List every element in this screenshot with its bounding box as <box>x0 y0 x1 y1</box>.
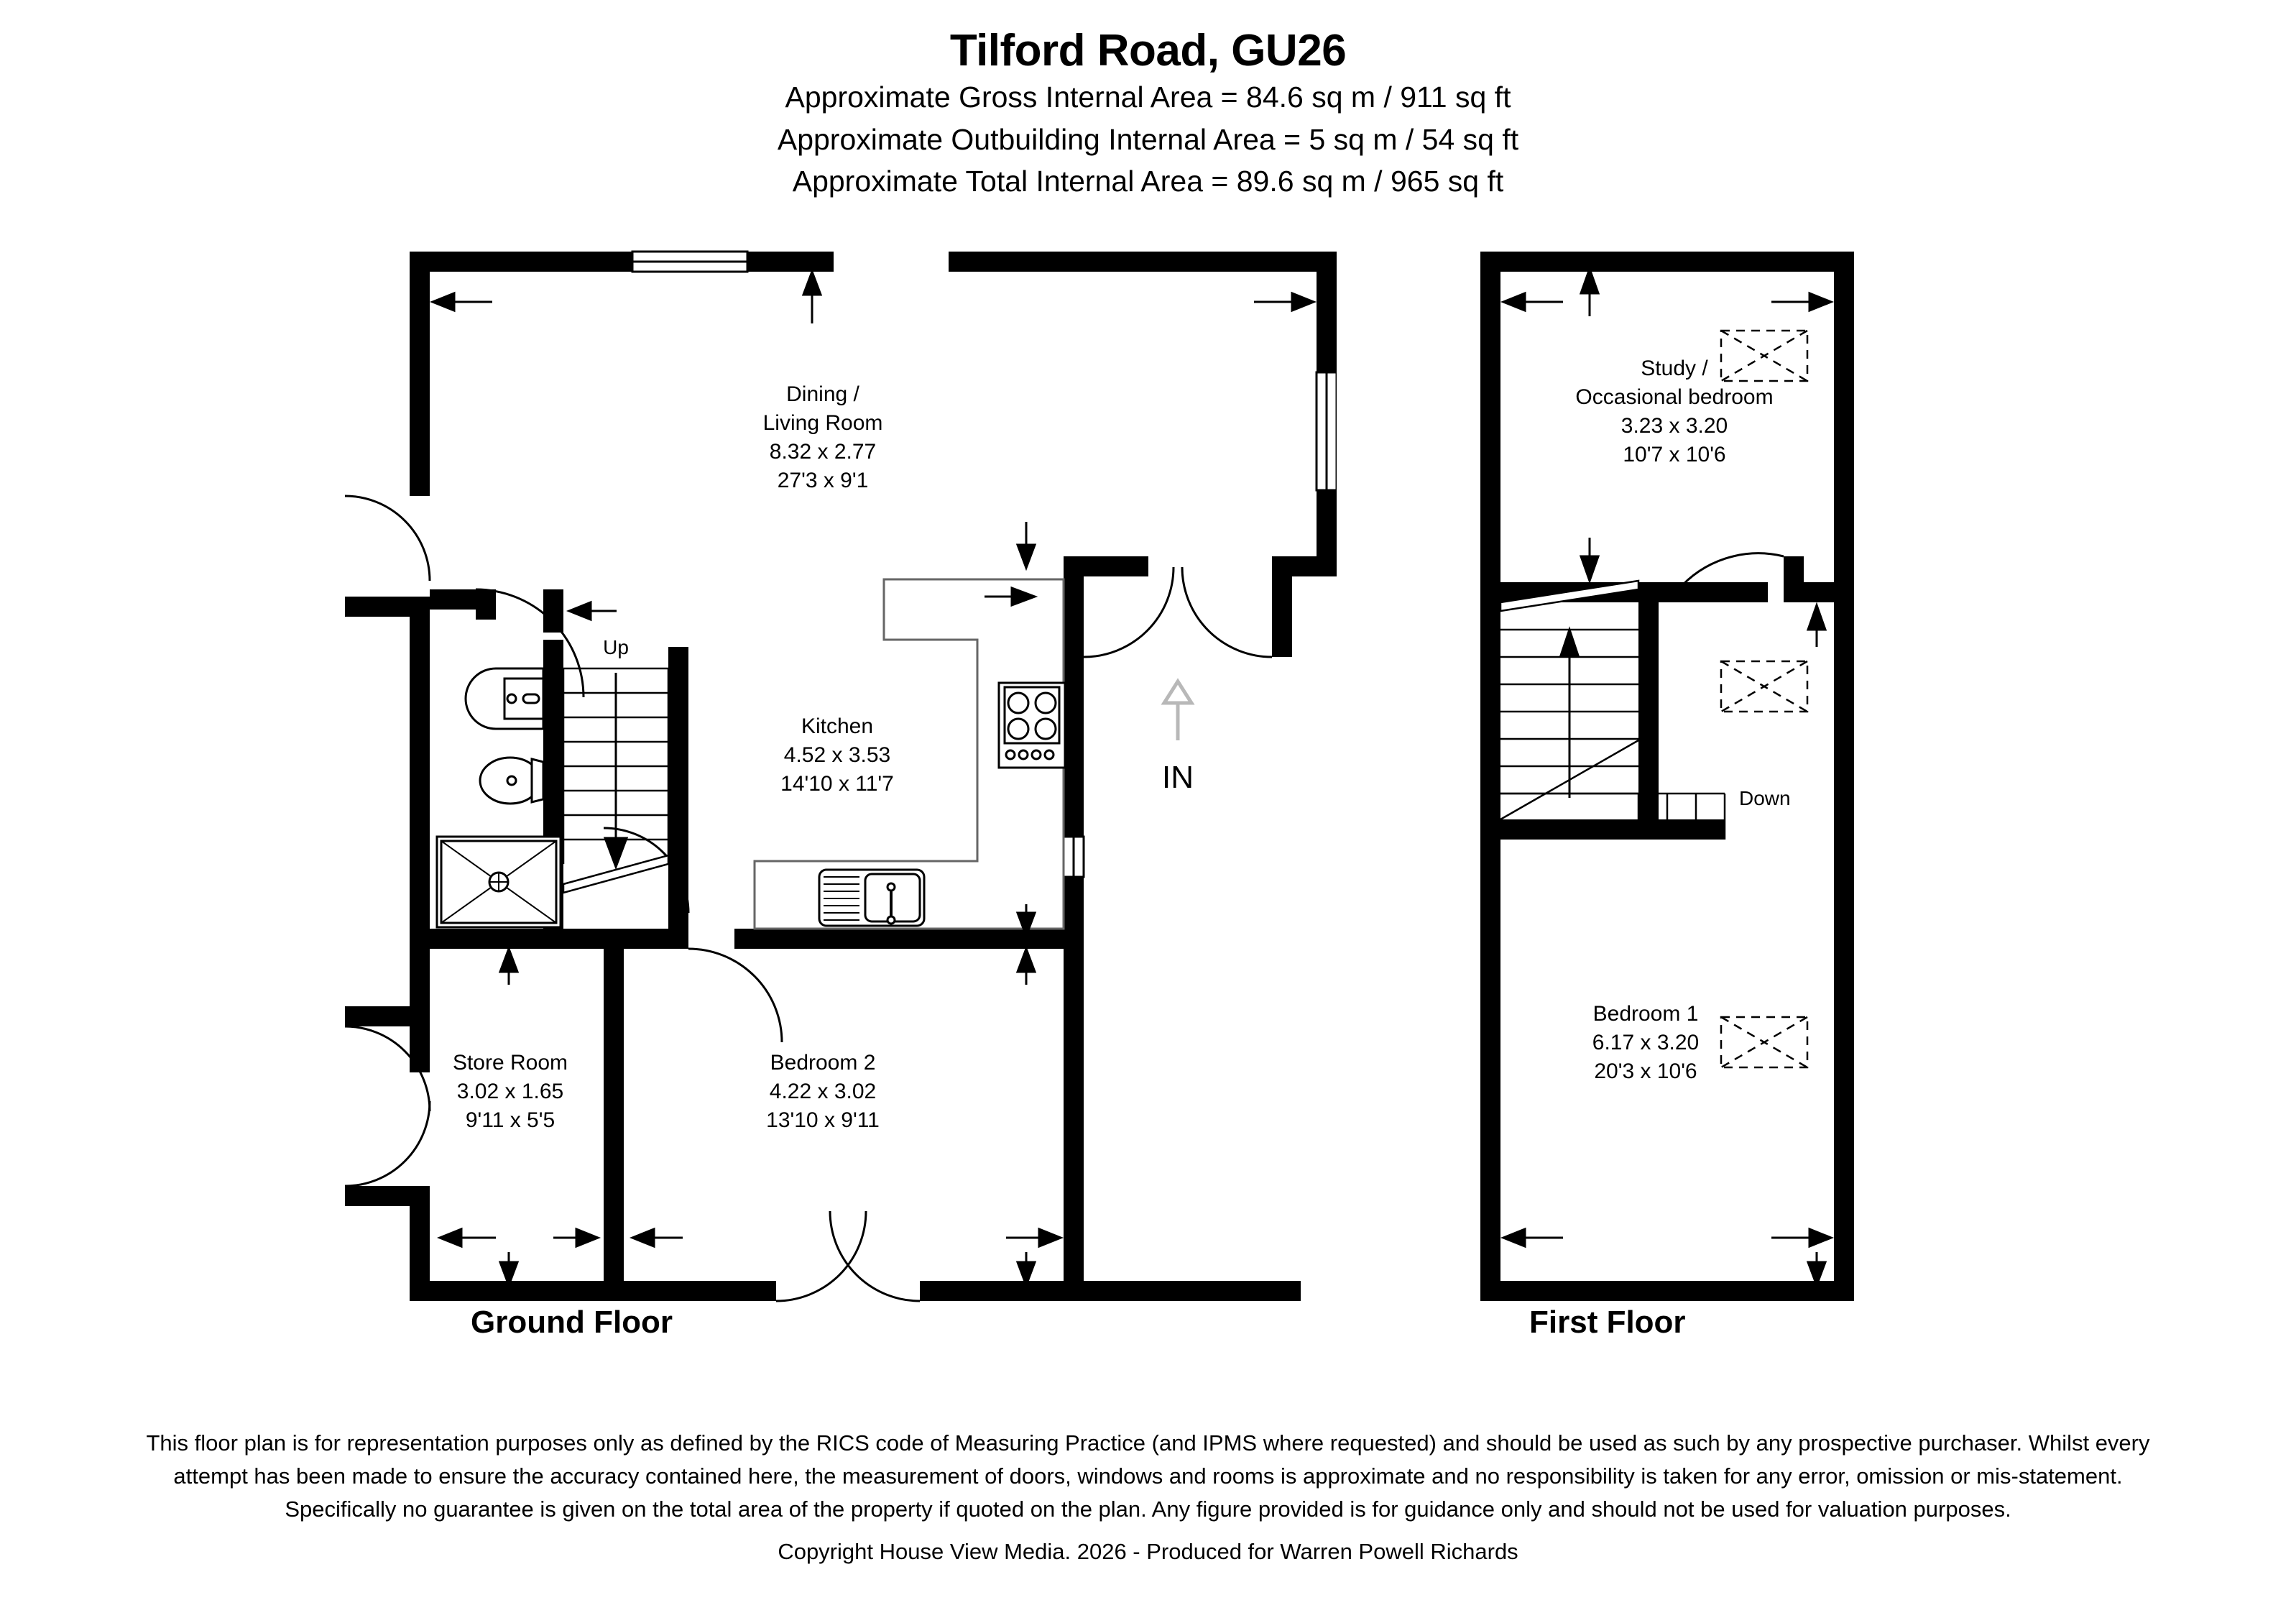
footer: This floor plan is for representation pu… <box>0 1427 2296 1565</box>
room-label-bedroom-1: Bedroom 1 <box>1593 1002 1699 1026</box>
room-label-bedroom-2: Bedroom 2 <box>770 1051 876 1075</box>
entrance-arrow-icon <box>1161 678 1195 740</box>
svg-text:20'3 x 10'6: 20'3 x 10'6 <box>1594 1059 1697 1083</box>
room-label-kitchen: Kitchen <box>801 714 873 738</box>
staircase-up: Up <box>562 636 670 894</box>
shower-tray-icon <box>435 835 562 929</box>
entrance-label: IN <box>1162 760 1194 795</box>
door-kitchen <box>688 947 783 1043</box>
floorplans-container: Up <box>0 237 2296 1387</box>
header: Tilford Road, GU26 Approximate Gross Int… <box>0 0 2296 201</box>
first-floor-dashed-boxes <box>1720 329 1809 1069</box>
ground-floor-walls <box>345 252 1337 1301</box>
ground-floor-dimension-arrows <box>429 268 1317 1289</box>
room-label-store-room: Store Room <box>453 1051 568 1075</box>
sink-icon <box>818 868 926 927</box>
first-floor-caption: First Floor <box>1529 1305 1686 1340</box>
door-bed2-left <box>775 1210 867 1302</box>
kitchen-fixtures <box>753 578 1066 930</box>
svg-text:14'10 x 11'7: 14'10 x 11'7 <box>780 772 894 796</box>
door-bed2-right <box>829 1210 921 1302</box>
door-store-lower <box>344 1100 431 1187</box>
svg-text:3.23 x 3.20: 3.23 x 3.20 <box>1621 414 1728 438</box>
hob-icon <box>997 681 1066 769</box>
outbuilding-internal-area: Approximate Outbuilding Internal Area = … <box>777 122 1519 156</box>
stairs-down-label: Down <box>1739 787 1791 809</box>
svg-text:9'11 x 5'5: 9'11 x 5'5 <box>466 1108 555 1132</box>
first-floor-plan: Down <box>1480 252 1854 1301</box>
door-entrance-left <box>1083 566 1175 658</box>
ground-floor-plan: Up <box>344 250 1337 1302</box>
ground-room-labels: Dining / Living Room 8.32 x 2.77 27'3 x … <box>453 382 894 1132</box>
svg-text:8.32 x 2.77: 8.32 x 2.77 <box>770 440 876 464</box>
stairs-up-label: Up <box>603 636 629 658</box>
door-hall <box>475 588 585 698</box>
room-label-study: Study / <box>1641 357 1708 380</box>
first-floor-doors <box>1676 552 1784 592</box>
first-room-labels: Study / Occasional bedroom 3.23 x 3.20 1… <box>1575 357 1773 1083</box>
total-internal-area: Approximate Total Internal Area = 89.6 s… <box>792 165 1504 198</box>
dashed-box-landing <box>1720 660 1809 713</box>
door-study <box>1676 552 1784 592</box>
svg-text:27'3 x 9'1: 27'3 x 9'1 <box>778 469 869 492</box>
disclaimer-text: This floor plan is for representation pu… <box>146 1430 2150 1522</box>
svg-text:3.02 x 1.65: 3.02 x 1.65 <box>457 1080 563 1103</box>
door-store-upper <box>344 1025 431 1112</box>
copyright-text: Copyright House View Media. 2026 - Produ… <box>778 1538 1518 1564</box>
ground-floor-doors <box>344 495 1273 1302</box>
bathroom-fixtures <box>435 667 562 929</box>
svg-text:4.52 x 3.53: 4.52 x 3.53 <box>784 743 890 767</box>
svg-text:6.17 x 3.20: 6.17 x 3.20 <box>1592 1031 1699 1054</box>
svg-text:Occasional bedroom: Occasional bedroom <box>1575 385 1773 409</box>
door-entrance-right <box>1181 566 1273 658</box>
svg-text:Living Room: Living Room <box>763 411 883 435</box>
door-living-left <box>344 495 431 581</box>
dashed-box-study <box>1720 329 1809 382</box>
door-stairs <box>603 827 690 914</box>
page-title: Tilford Road, GU26 <box>949 26 1347 75</box>
svg-text:10'7 x 10'6: 10'7 x 10'6 <box>1623 443 1725 466</box>
staircase-down: Down <box>1499 579 1791 840</box>
svg-text:4.22 x 3.02: 4.22 x 3.02 <box>770 1080 876 1103</box>
dashed-box-bedroom1 <box>1720 1016 1809 1069</box>
first-floor-dimension-arrows <box>1500 265 1835 1289</box>
gross-internal-area: Approximate Gross Internal Area = 84.6 s… <box>785 81 1511 114</box>
ground-floor-windows <box>631 250 1337 878</box>
first-floor-walls <box>1480 252 1854 1301</box>
svg-text:13'10 x 9'11: 13'10 x 9'11 <box>766 1108 880 1132</box>
ground-floor-caption: Ground Floor <box>471 1305 673 1340</box>
room-label-dining-living: Dining / <box>786 382 859 406</box>
